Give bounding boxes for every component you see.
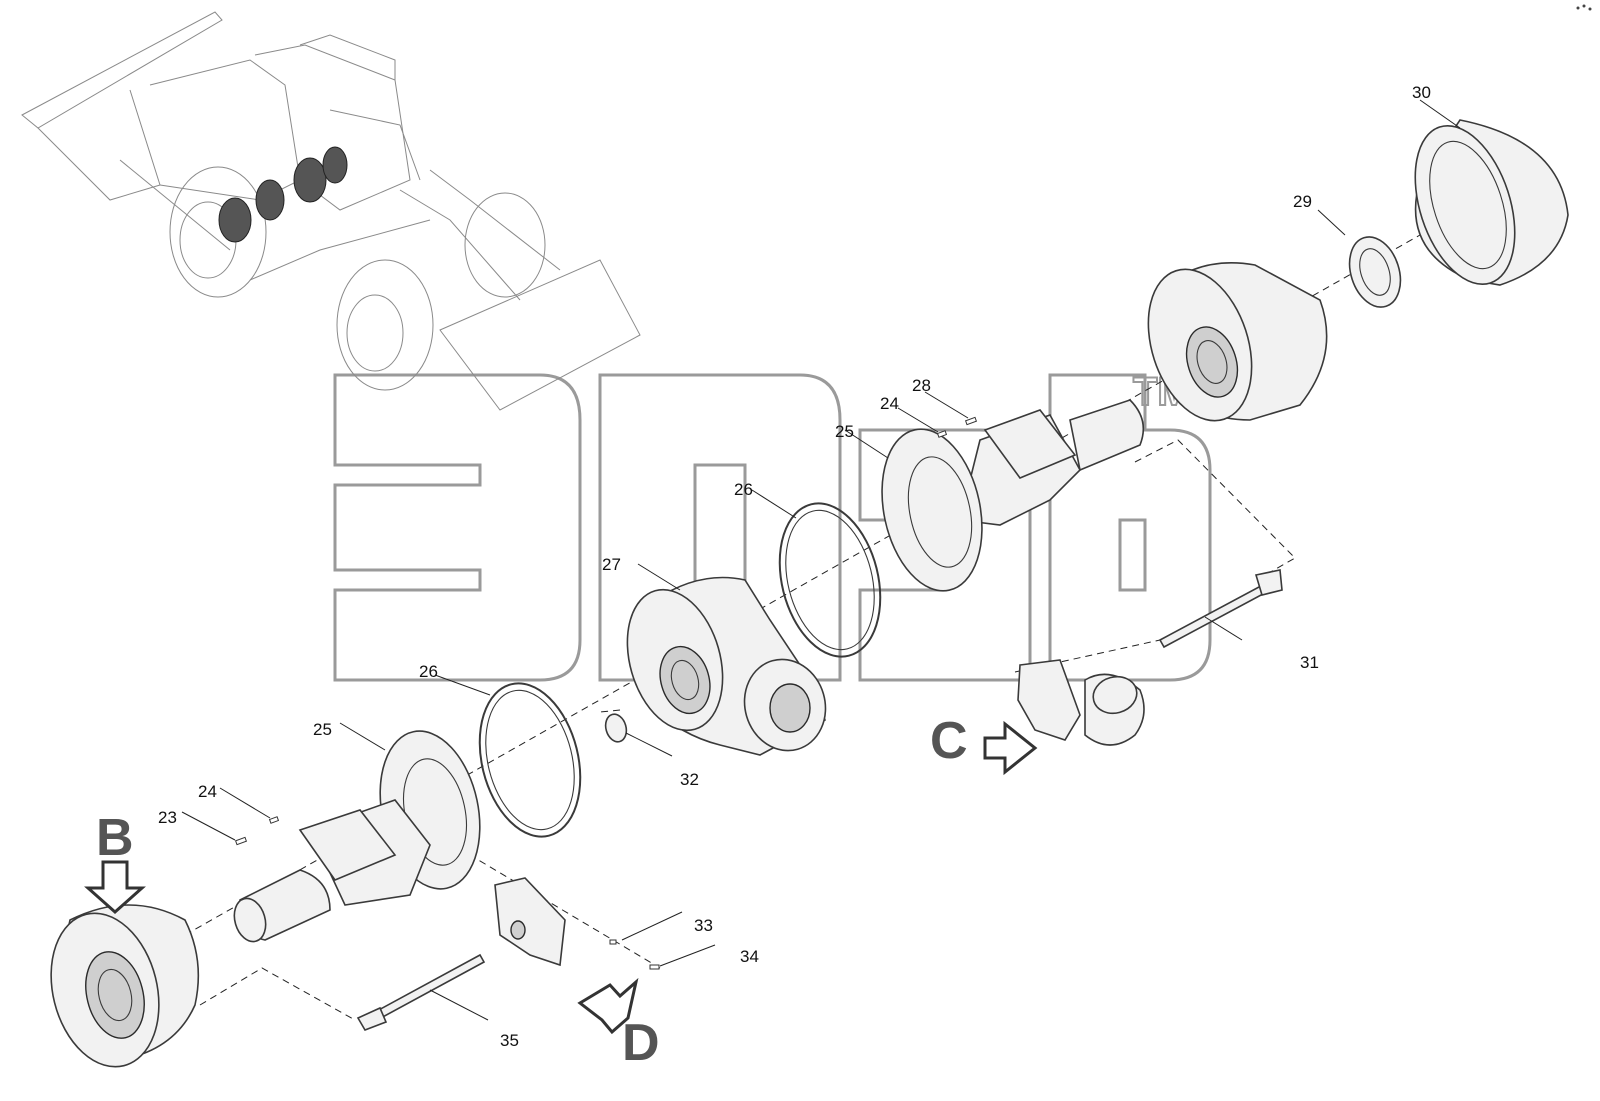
callout-26-right: 26	[734, 480, 753, 499]
view-b-arrow	[84, 860, 146, 915]
callout-24-left: 24	[198, 782, 217, 801]
callout-29: 29	[1293, 192, 1312, 211]
callout-32: 32	[680, 770, 699, 789]
callout-33: 33	[694, 916, 713, 935]
hub-carrier-assembly	[1147, 262, 1328, 422]
view-indicators: B C D	[84, 712, 1038, 1072]
part-29-seal-ring	[1348, 236, 1402, 308]
callout-labels: 23 24 24 25 25 26 26 27 28 29 30 31 32 3…	[158, 83, 1431, 1050]
left-brake-drum	[50, 904, 200, 1068]
callout-27: 27	[602, 555, 621, 574]
callout-26-left: 26	[419, 662, 438, 681]
callout-30: 30	[1412, 83, 1431, 102]
callout-24-right: 24	[880, 394, 899, 413]
view-letter-b: B	[96, 809, 134, 867]
callout-31: 31	[1300, 653, 1319, 672]
corner-marks	[1576, 4, 1592, 11]
part-26-gasket-left	[478, 682, 582, 838]
wheel-loader-sketch	[21, 11, 641, 411]
callout-25-right: 25	[835, 422, 854, 441]
part-35-tie-rod	[356, 953, 486, 1031]
view-c-arrow	[983, 720, 1038, 776]
part-27-differential-housing	[626, 576, 827, 756]
part-26-gasket-right	[778, 502, 882, 658]
callout-leader-lines	[181, 99, 1461, 1021]
view-d-arrow	[577, 977, 639, 1035]
view-letter-c: C	[930, 712, 968, 770]
view-letter-d: D	[622, 1014, 660, 1072]
part-32-retaining-ring	[604, 713, 628, 743]
callout-23: 23	[158, 808, 177, 827]
part-30-brake-drum	[1414, 119, 1569, 286]
fasteners	[234, 416, 978, 970]
left-axle-housing	[233, 730, 481, 943]
callout-34: 34	[740, 947, 759, 966]
mounting-bracket	[494, 877, 566, 967]
callout-25-left: 25	[313, 720, 332, 739]
brake-actuator	[1017, 659, 1145, 746]
right-axle-housing	[881, 399, 1145, 592]
part-31-tie-rod	[1158, 569, 1283, 649]
callout-35: 35	[500, 1031, 519, 1050]
callout-28: 28	[912, 376, 931, 395]
